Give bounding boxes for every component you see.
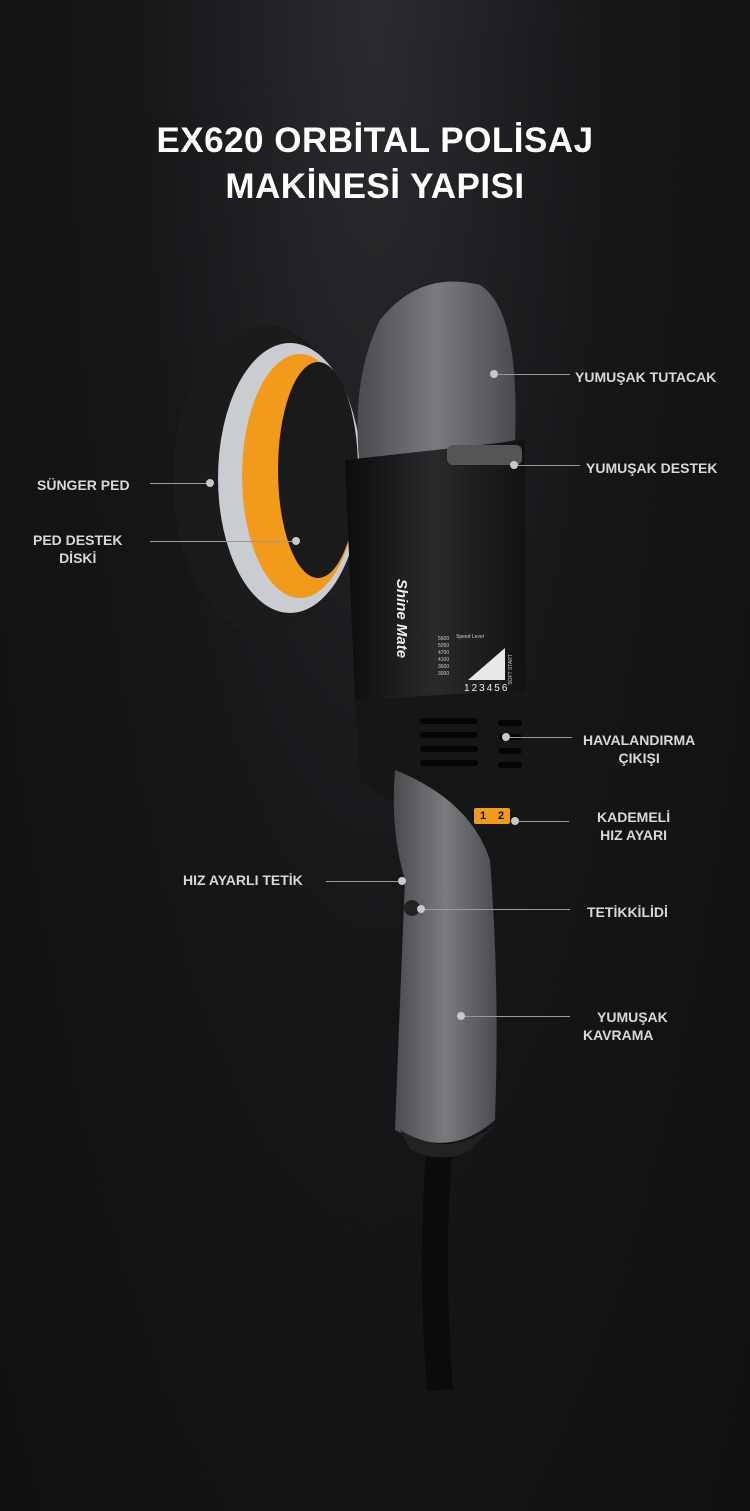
callout-line [326,881,398,882]
level: 5 [494,683,502,694]
label-line: DİSKİ [59,550,97,566]
title-line-1: EX620 ORBİTAL POLİSAJ [156,121,594,160]
callout-dot [417,905,425,913]
label-line: YUMUŞAK [597,1009,668,1025]
label-pad-backing: PED DESTEK DİSKİ [33,531,122,567]
rpm-value: 3000 [438,671,450,677]
sponge-pad [173,325,362,635]
callout-dot [511,817,519,825]
speed-levels: 123456 [464,683,509,694]
rpm-value: 4700 [438,650,450,656]
brand-logo: Shine Mate [393,578,411,659]
label-line: KAVRAMA [583,1027,654,1043]
soft-handle [357,281,516,470]
callout-line [150,483,206,484]
trigger-lock-button [404,900,420,916]
label-soft-handle: YUMUŞAK TUTACAK [575,369,717,385]
level: 3 [479,683,487,694]
rpm-value: 5600 [438,636,450,642]
speed-chart-heading: Speed Level [456,634,484,640]
label-sponge-pad: SÜNGER PED [37,477,130,493]
rpm-value: 5050 [438,643,450,649]
callout-line [498,374,570,375]
title-line-2: MAKİNESİ YAPISI [225,167,525,206]
label-speed-dial: KADEMELİ HIZ AYARI [597,808,670,844]
dial-value: 1 [479,810,487,822]
label-line: HAVALANDIRMA [583,732,696,748]
label-soft-support: YUMUŞAK DESTEK [586,460,718,476]
callout-dot [490,370,498,378]
soft-grip [393,770,497,1143]
callout-line [518,465,580,466]
label-line: KADEMELİ [597,809,671,825]
callout-dot [292,537,300,545]
dial-value: 2 [497,810,505,822]
label-line: ÇIKIŞI [618,750,660,766]
callout-dot [510,461,518,469]
label-trigger-lock: TETİKKİLİDİ [587,904,668,920]
speed-chart: Speed Level 5600 5050 4700 4100 3600 300… [438,634,514,685]
label-soft-grip: YUMUŞAK KAVRAMA [583,1008,668,1044]
callout-dot [398,877,406,885]
page-title: EX620 ORBİTAL POLİSAJ MAKİNESİ YAPISI [0,118,750,210]
label-vent: HAVALANDIRMA ÇIKIŞI [583,731,695,767]
level: 6 [501,683,510,694]
level: 4 [486,683,495,694]
label-trigger: HIZ AYARLI TETİK [183,872,303,888]
callout-line [425,909,570,910]
callout-line [510,737,572,738]
label-line: PED DESTEK [33,532,123,548]
callout-dot [206,479,214,487]
soft-support [447,445,522,465]
callout-line [150,541,292,542]
soft-start-label: SOFT START [507,654,514,685]
rpm-value: 4100 [438,657,450,663]
callout-dot [457,1012,465,1020]
callout-line [465,1016,570,1017]
level: 2 [471,683,480,694]
level: 1 [464,683,472,694]
speed-ramp [468,648,505,680]
callout-line [519,821,569,822]
callout-dot [502,733,510,741]
rpm-value: 3600 [438,664,450,670]
label-line: HIZ AYARI [600,827,668,843]
power-cord [422,1138,453,1391]
